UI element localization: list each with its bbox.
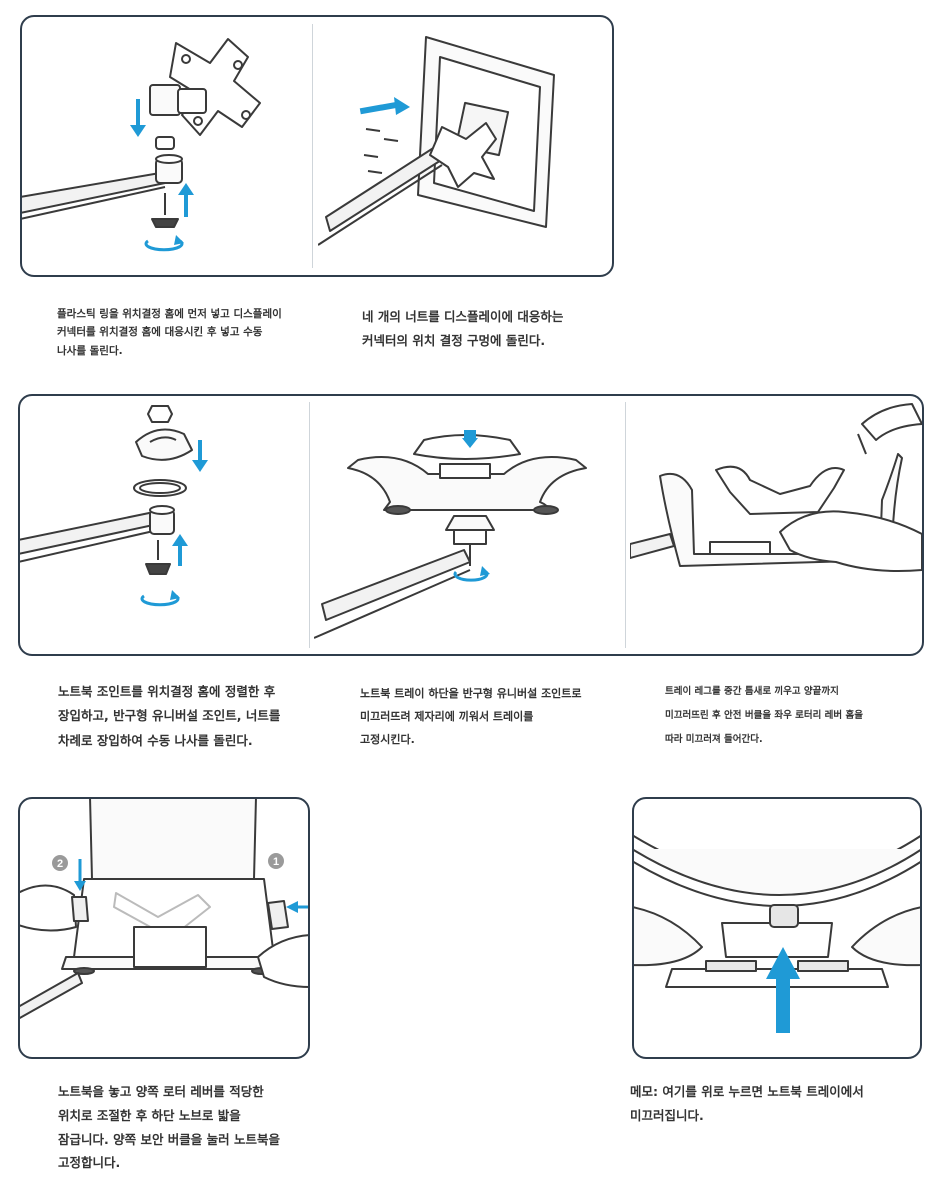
step1-line1: 플라스틱 링을 위치결정 홈에 먼저 넣고 디스플레이 xyxy=(57,308,282,320)
step1-caption: 플라스틱 링을 위치결정 홈에 먼저 넣고 디스플레이 커넥터를 위치결정 홈에… xyxy=(57,305,282,360)
step6-caption: 노트북을 놓고 양쪽 로터 레버를 적당한 위치로 조절한 후 하단 노브로 밟… xyxy=(58,1080,280,1175)
step5-line3: 따라 미끄러져 들어간다. xyxy=(665,733,763,745)
step6-line1: 노트북을 놓고 양쪽 로터 레버를 적당한 xyxy=(58,1084,264,1099)
step3-illustration xyxy=(18,394,306,656)
step4-line3: 고정시킨다. xyxy=(360,733,415,747)
note-illustration xyxy=(632,797,922,1059)
step1-line2: 커넥터를 위치결정 홈에 대응시킨 후 넣고 수동 xyxy=(57,326,263,339)
step2-illustration xyxy=(318,15,612,277)
step6-illustration: 2 1 xyxy=(18,797,310,1059)
step1-illustration xyxy=(20,15,312,277)
step6-line4: 고정합니다. xyxy=(58,1155,121,1171)
note-line2: 미끄러집니다. xyxy=(630,1107,704,1123)
row1-divider xyxy=(312,24,313,268)
step2-line2: 커넥터의 위치 결정 구멍에 돌린다. xyxy=(362,332,546,348)
step5-caption: 트레이 레그를 중간 틈새로 끼우고 양끝까지 미끄러뜨린 후 안전 버클을 좌… xyxy=(665,680,863,751)
step4-caption: 노트북 트레이 하단을 반구형 유니버설 조인트로 미끄러뜨려 제자리에 끼워서… xyxy=(360,682,582,751)
badge-step-2: 2 xyxy=(57,858,63,870)
badge-step-1: 1 xyxy=(273,856,279,868)
note-caption: 메모: 여기를 위로 누르면 노트북 트레이에서 미끄러집니다. xyxy=(630,1080,864,1128)
row2-divider-a xyxy=(309,402,310,648)
step3-line1: 노트북 조인트를 위치결정 홈에 정렬한 후 xyxy=(58,684,276,699)
step2-line1: 네 개의 너트를 디스플레이에 대응하는 xyxy=(362,309,564,324)
step6-line2: 위치로 조절한 후 하단 노브로 밟을 xyxy=(58,1107,241,1123)
note-line1: 메모: 여기를 위로 누르면 노트북 트레이에서 xyxy=(630,1084,864,1099)
row2-divider-b xyxy=(625,402,626,648)
step3-line3: 차례로 장입하여 수동 나사를 돌린다. xyxy=(58,732,253,748)
step4-illustration xyxy=(314,394,614,656)
step5-line2: 미끄러뜨린 후 안전 버클을 좌우 로터리 레버 홈을 xyxy=(665,709,863,721)
step4-line2: 미끄러뜨려 제자리에 끼워서 트레이를 xyxy=(360,710,534,724)
step4-line1: 노트북 트레이 하단을 반구형 유니버설 조인트로 xyxy=(360,687,582,700)
step5-line1: 트레이 레그를 중간 틈새로 끼우고 양끝까지 xyxy=(665,686,839,697)
step2-caption: 네 개의 너트를 디스플레이에 대응하는 커넥터의 위치 결정 구멍에 돌린다. xyxy=(362,305,563,353)
step3-caption: 노트북 조인트를 위치결정 홈에 정렬한 후 장입하고, 반구형 유니버설 조인… xyxy=(58,680,280,753)
step5-illustration xyxy=(630,394,922,656)
step1-line3: 나사를 돌린다. xyxy=(57,344,123,357)
step3-line2: 장입하고, 반구형 유니버설 조인트, 너트를 xyxy=(58,708,281,724)
step6-line3: 잠급니다. 양쪽 보안 버클을 눌러 노트북을 xyxy=(58,1131,281,1147)
